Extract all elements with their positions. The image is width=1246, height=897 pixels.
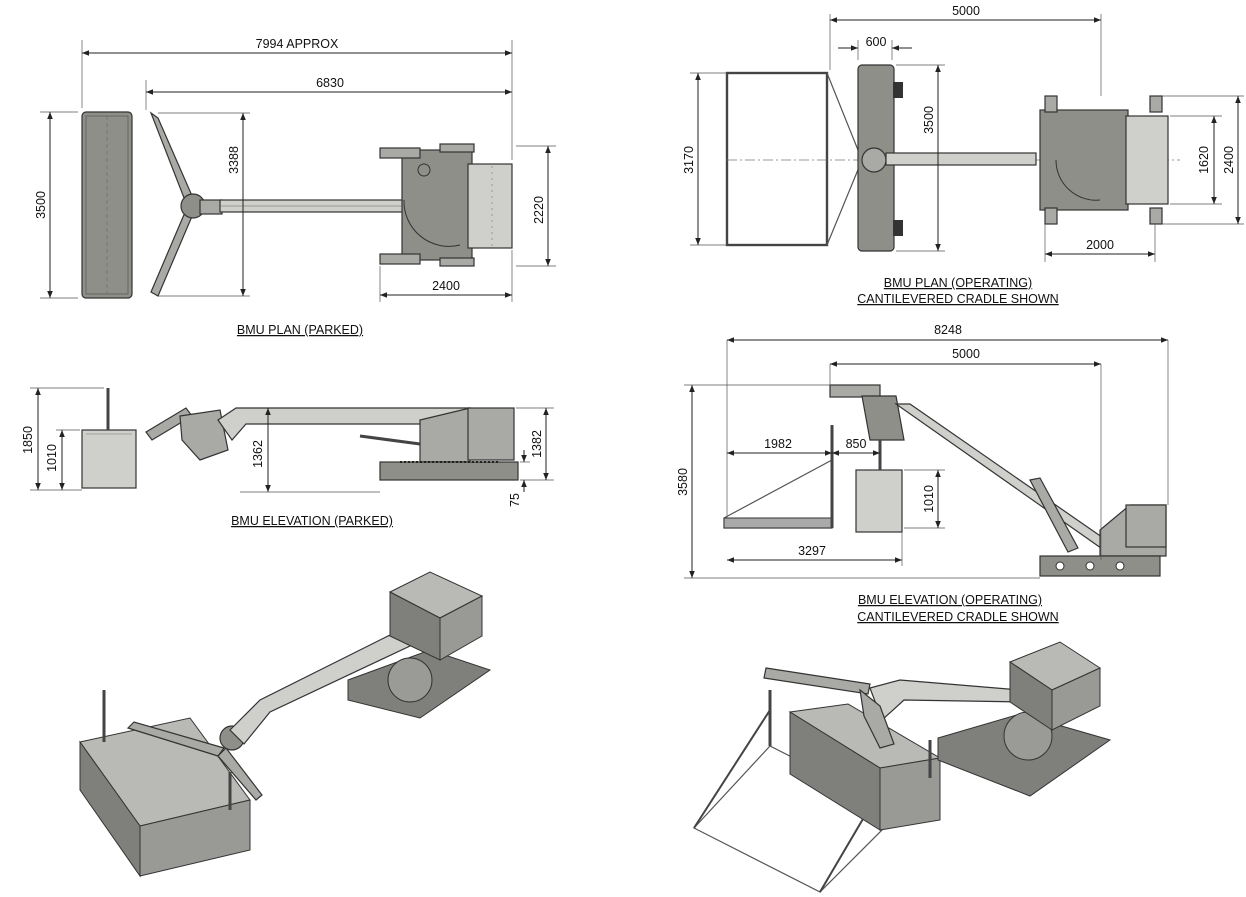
caption-elevation-parked: BMU ELEVATION (PARKED): [231, 514, 393, 528]
plan-operating-view: 5000 600 3170 3500 1620 2400 2000 BMU PL…: [682, 4, 1244, 306]
dim-height-elev-operating: 3580: [676, 468, 690, 496]
plan-parked-view: 7994 APPROX 6830 3500 3388 2220 2400 BMU…: [34, 37, 556, 337]
dim-cradle-height-elev-operating: 1010: [922, 485, 936, 513]
arm-elev-parked: [179, 409, 229, 461]
arm-upper: [149, 111, 194, 204]
dim-cradle-width-operating: 3500: [922, 106, 936, 134]
dim-length-parked: 6830: [316, 76, 344, 90]
boom-elev-operating: [894, 403, 1137, 561]
dim-base-length-operating: 2000: [1086, 238, 1114, 252]
dim-base-height-parked: 1382: [530, 430, 544, 458]
dim-base-length-elev-operating: 3297: [798, 544, 826, 558]
cradle-shape: [81, 111, 133, 299]
dim-base-width-parked: 2220: [532, 196, 546, 224]
dim-offset-parked: 75: [508, 493, 522, 507]
dim-base-outer-operating: 2400: [1222, 146, 1236, 174]
base-elev-operating: [1039, 555, 1161, 577]
caption-plan-parked: BMU PLAN (PARKED): [237, 323, 363, 337]
elevation-operating-view: 8248 5000 3580 1982 850 1010 3297 BMU EL…: [676, 323, 1169, 624]
caption-plan-operating-1: BMU PLAN (OPERATING): [884, 276, 1032, 290]
boom-iso-operating: [869, 679, 1027, 722]
cradle-frame-operating: [725, 71, 829, 247]
dim-arm-span-parked: 3388: [227, 146, 241, 174]
dim-frame-length-elev-operating: 1982: [764, 437, 792, 451]
boom-plan-operating: [885, 152, 1037, 166]
base-shape: [401, 149, 473, 261]
cradle-elev-parked: [81, 429, 137, 489]
dim-arm-height-parked: 1362: [251, 440, 265, 468]
dim-cradle-offset-elev-operating: 850: [846, 437, 867, 451]
base-plan-operating: [1039, 109, 1129, 211]
caption-elevation-operating-1: BMU ELEVATION (OPERATING): [858, 593, 1042, 607]
dim-reach-plan-operating: 5000: [952, 4, 980, 18]
caption-elevation-operating-2: CANTILEVERED CRADLE SHOWN: [857, 610, 1058, 624]
caption-plan-operating-2: CANTILEVERED CRADLE SHOWN: [857, 292, 1058, 306]
elevation-parked-view: 1850 1010 1362 1382 75 BMU ELEVATION (PA…: [21, 387, 554, 528]
dim-cradle-width-parked: 3500: [34, 191, 48, 219]
dim-overall-parked: 7994 APPROX: [256, 37, 339, 51]
dim-frame-width-operating: 3170: [682, 146, 696, 174]
dim-cradle-height-parked: 1010: [45, 444, 59, 472]
dim-base-length-parked: 2400: [432, 279, 460, 293]
dim-offset-plan-operating: 600: [866, 35, 887, 49]
counterweight-elev-operating: [1125, 504, 1167, 548]
isometric-operating-view: [693, 641, 1112, 893]
dim-height-parked: 1850: [21, 426, 35, 454]
counterweight-elev-parked: [467, 407, 515, 461]
dim-overall-elev-operating: 8248: [934, 323, 962, 337]
counterweight: [467, 163, 513, 249]
isometric-parked-view: [79, 571, 492, 878]
dim-base-inner-operating: 1620: [1197, 146, 1211, 174]
arm-lower: [150, 209, 194, 297]
cradle-elev-operating: [855, 469, 903, 533]
dim-reach-elev-operating: 5000: [952, 347, 980, 361]
